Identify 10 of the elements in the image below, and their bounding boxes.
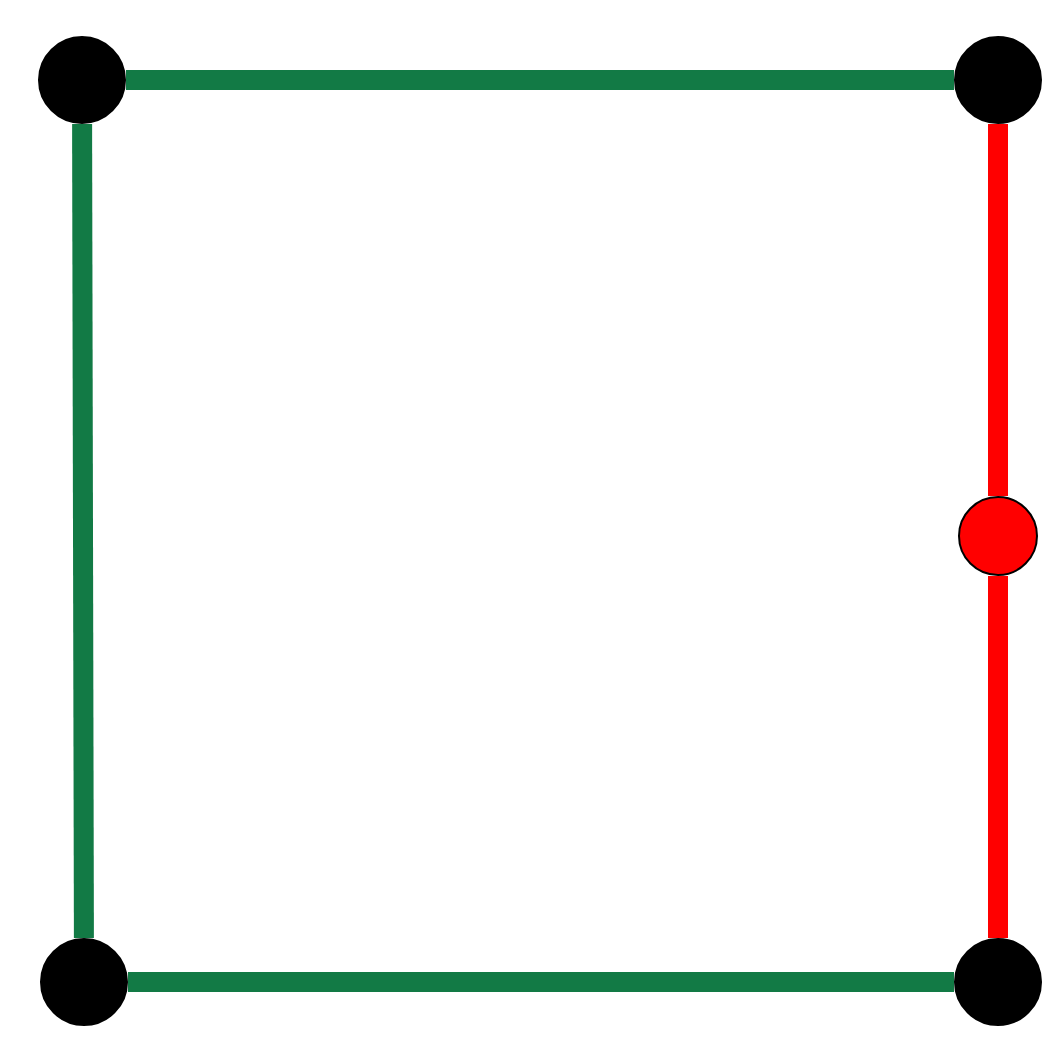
connector-line (988, 576, 1008, 938)
vertex-dot (958, 496, 1038, 576)
connector-line (126, 70, 954, 90)
connector-line (72, 123, 94, 939)
vertex-dot (40, 938, 128, 1026)
vertex-dot (954, 36, 1042, 124)
connector-line (128, 972, 954, 992)
vertex-dot (954, 938, 1042, 1026)
connector-line (988, 124, 1008, 496)
vertex-dot (38, 36, 126, 124)
